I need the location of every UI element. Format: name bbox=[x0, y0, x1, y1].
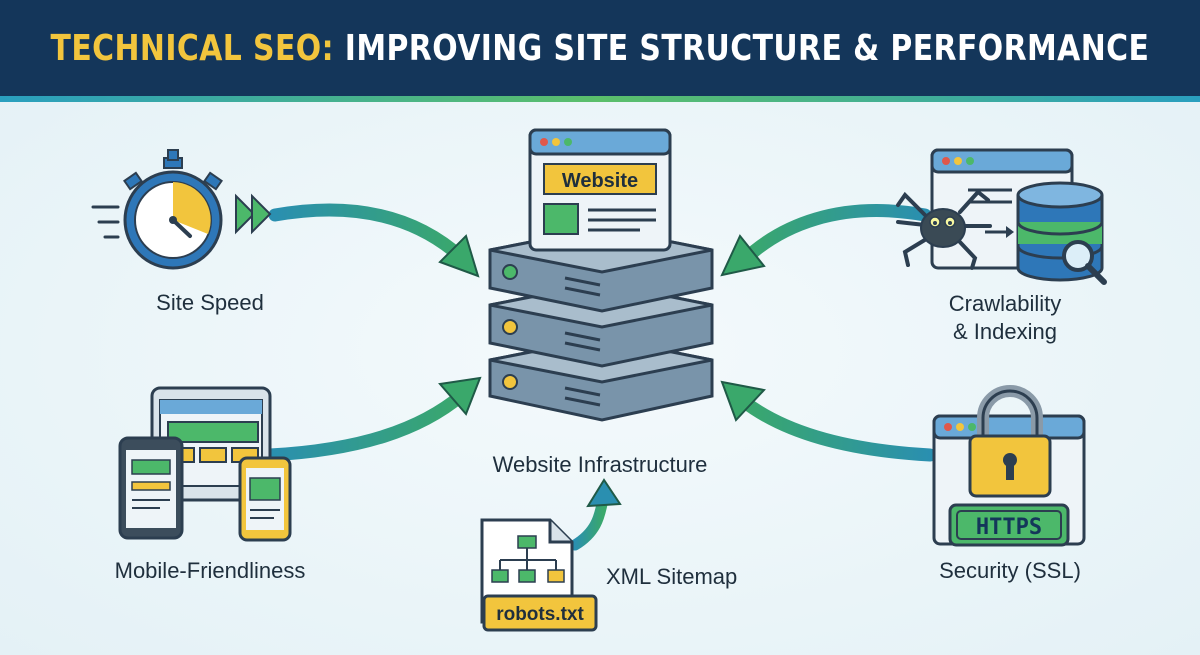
https-badge: HTTPS bbox=[948, 503, 1070, 547]
crawlability-label: Crawlability & Indexing bbox=[900, 290, 1110, 346]
title-accent: TECHNICAL SEO: bbox=[50, 27, 335, 69]
security-label: Security (SSL) bbox=[939, 558, 1081, 583]
site-speed-label: Site Speed bbox=[156, 290, 264, 315]
https-badge-text: HTTPS bbox=[976, 515, 1042, 540]
arrow-crawlability bbox=[720, 204, 932, 277]
stopwatch-icon bbox=[91, 149, 272, 270]
arrow-site-speed bbox=[268, 203, 480, 278]
crawlability-label-line1: Crawlability bbox=[948, 291, 1062, 316]
mobile-friendliness-label: Mobile-Friendliness bbox=[114, 558, 306, 583]
arrow-mobile bbox=[263, 376, 482, 462]
title-rest: IMPROVING SITE STRUCTURE & PERFORMANCE bbox=[344, 27, 1150, 69]
page-title: TECHNICAL SEO: IMPROVING SITE STRUCTURE … bbox=[51, 28, 1150, 69]
website-window-label: Website bbox=[562, 170, 638, 192]
devices-icon bbox=[118, 386, 292, 542]
server-stack-icon bbox=[488, 226, 714, 422]
website-infrastructure-label: Website Infrastructure bbox=[492, 452, 708, 477]
header-stripe bbox=[0, 96, 1200, 102]
arrow-sitemap bbox=[569, 478, 622, 551]
sitemap-file-icon: robots.txt bbox=[480, 518, 598, 632]
website-window-icon bbox=[528, 128, 672, 252]
spider-database-icon bbox=[896, 148, 1107, 285]
robots-txt-label: robots.txt bbox=[496, 604, 584, 625]
xml-sitemap-label: XML Sitemap bbox=[606, 564, 738, 589]
crawlability-label-line2: & Indexing bbox=[953, 319, 1057, 344]
arrow-security bbox=[720, 380, 937, 462]
page-header: TECHNICAL SEO: IMPROVING SITE STRUCTURE … bbox=[0, 0, 1200, 96]
